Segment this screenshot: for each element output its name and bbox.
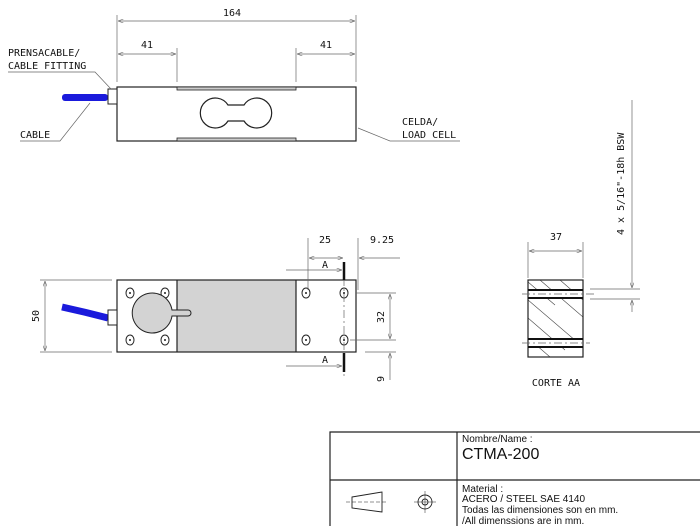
part-name: CTMA-200: [462, 446, 539, 463]
dim-edge: 9: [376, 376, 387, 382]
cable-bottom: [61, 303, 109, 322]
units-note-es: Todas las dimensiones son en mm.: [462, 505, 618, 516]
section-view: 37 CORTE AA: [522, 100, 640, 389]
title-block: Nombre/Name : CTMA-200 Material : ACERO …: [329, 431, 700, 526]
cable: [62, 94, 108, 101]
gauge-cover: [131, 292, 192, 334]
dim-width: 37: [550, 232, 562, 243]
section-body: [527, 279, 584, 358]
name-label: Nombre/Name :: [462, 434, 533, 445]
label-fitting-en: CABLE FITTING: [8, 61, 86, 72]
section-mark-bottom: A: [322, 355, 328, 366]
dim-right: 41: [320, 40, 332, 51]
section-title: CORTE AA: [532, 378, 580, 389]
material-value: ACERO / STEEL SAE 4140: [462, 494, 585, 505]
material-label: Material :: [462, 484, 503, 495]
bottom-view: 50 32 9 25 9.25 A A: [31, 235, 400, 382]
dim-9-25: 9.25: [370, 235, 394, 246]
section-mark-top: A: [322, 260, 328, 271]
dim-overall: 164: [223, 8, 241, 19]
thread-note: 4 x 5/16"-18h BSW: [616, 132, 627, 235]
label-fitting: PRENSACABLE/: [8, 48, 80, 59]
dim-hole-spacing: 32: [376, 311, 387, 323]
projection-symbol-icon: [346, 491, 436, 513]
label-cell-en: LOAD CELL: [402, 130, 456, 141]
dim-25: 25: [319, 235, 331, 246]
dim-height: 50: [31, 310, 42, 322]
label-cable: CABLE: [20, 130, 50, 141]
strain-gauge-hole: [199, 97, 273, 129]
top-view: 164 41 41 PRENSACABLE/ CABLE FITTING CAB…: [8, 8, 627, 235]
label-cell: CELDA/: [402, 117, 438, 128]
cable-fitting: [107, 88, 118, 105]
units-note-en: /All dimenssions are in mm.: [462, 516, 584, 526]
load-cell-body: [116, 86, 357, 142]
dim-left: 41: [141, 40, 153, 51]
